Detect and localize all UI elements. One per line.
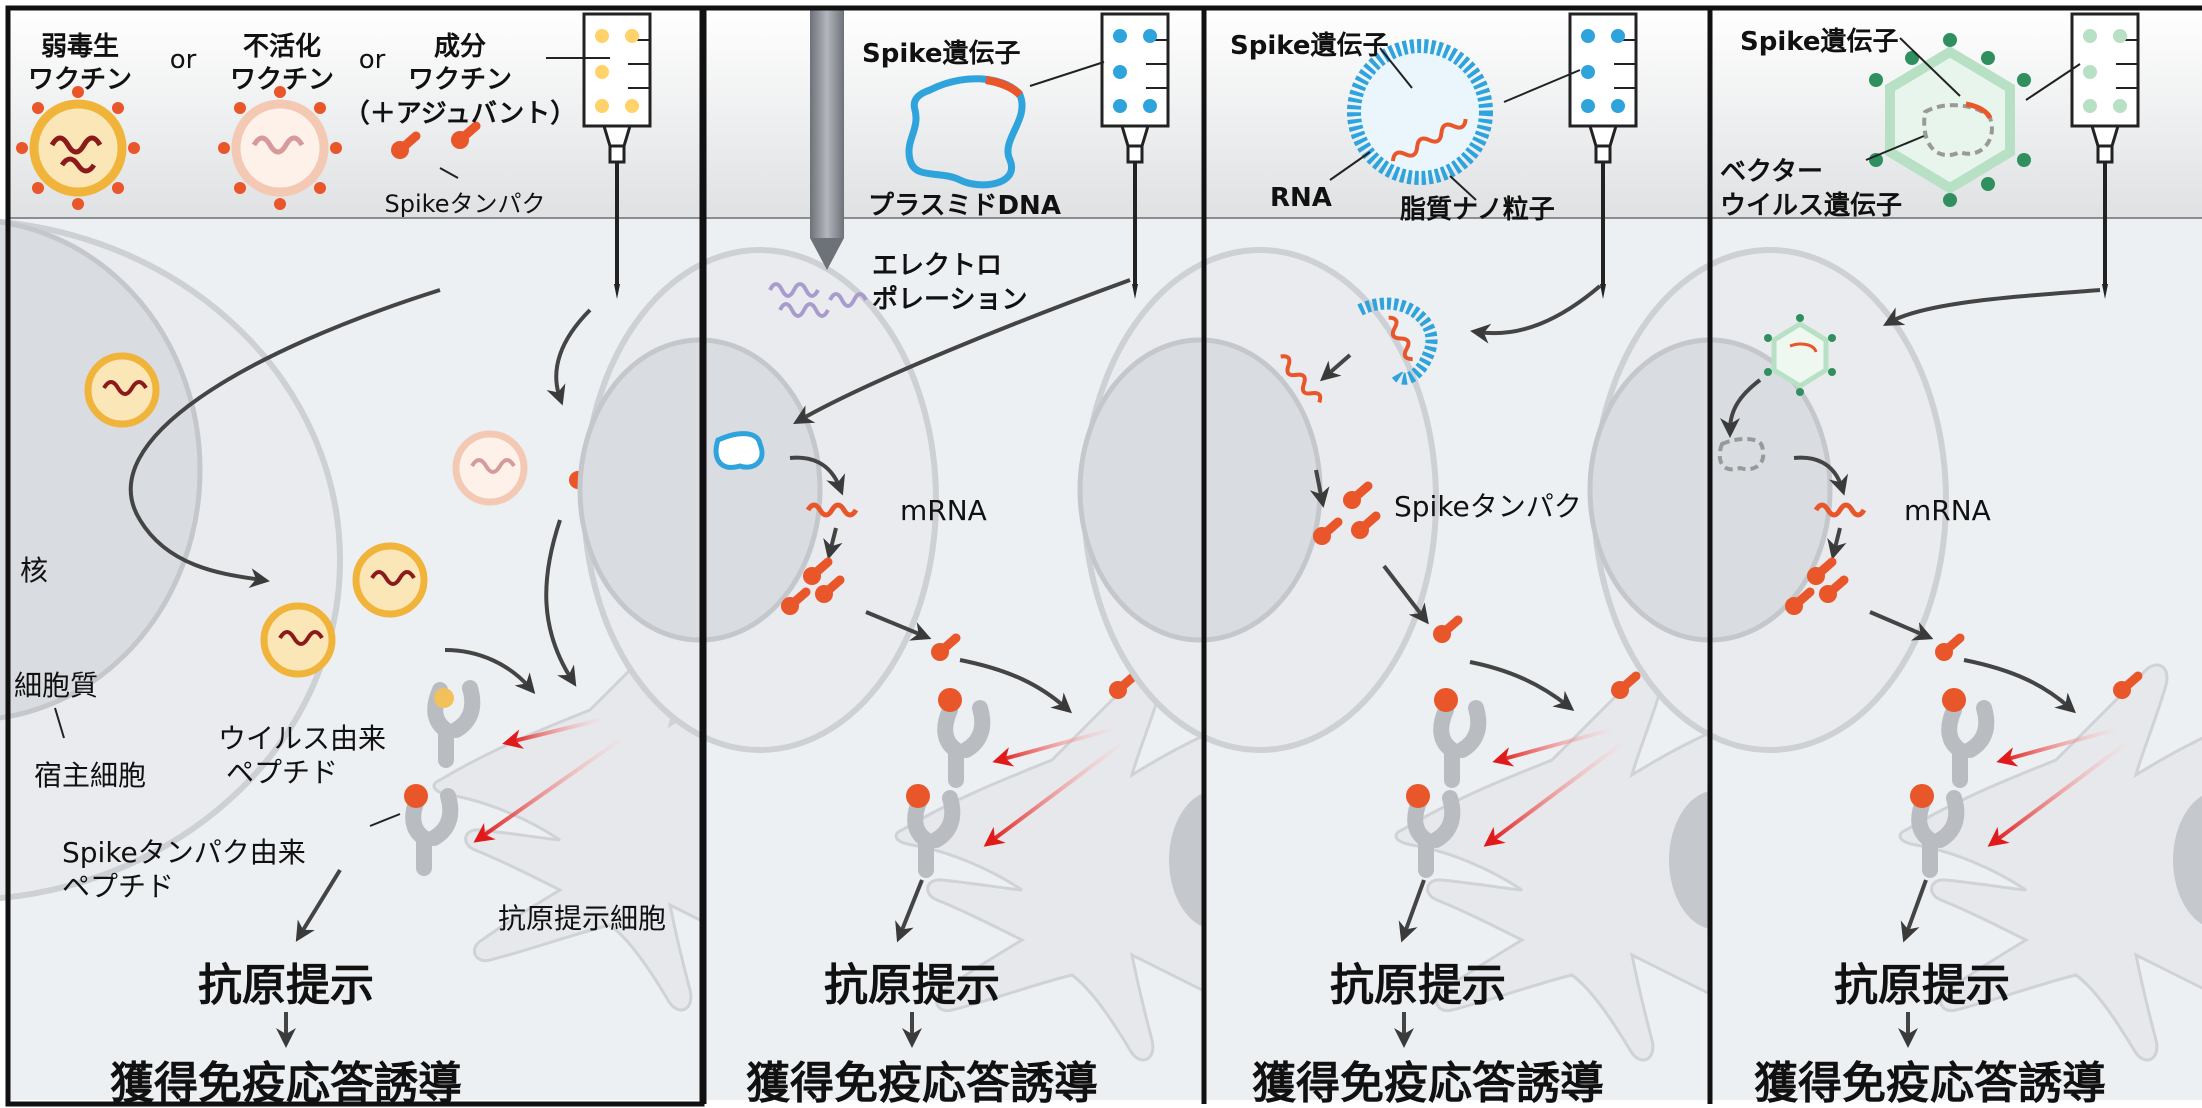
syringe-2 — [1100, 12, 1170, 301]
panel-3: Spike遺伝子 RNA 脂質ナノ粒子 Spikeタンパク 抗原提示 獲得免疫応… — [1077, 8, 1767, 1108]
panel-4: Spike遺伝子 ベクター ウイルス遺伝子 mRNA 抗原提示 獲得免疫応答誘導 — [1587, 8, 2202, 1108]
electroporation-label-2: ポレーション — [872, 284, 1027, 315]
inactivated-vaccine-label: 不活化 — [243, 32, 321, 62]
virus-in-cell-3 — [352, 542, 428, 618]
spike-gene-label-4: Spike遺伝子 — [1740, 27, 1898, 57]
immune-induction-1: 獲得免疫応答誘導 — [110, 1058, 462, 1108]
mrna-label-2: mRNA — [900, 494, 987, 527]
mrna-label-4: mRNA — [1904, 494, 1991, 527]
virus-in-cell-4 — [260, 602, 336, 678]
virus-peptide-label: ウイルス由来 — [218, 722, 386, 755]
nucleus-label: 核 — [20, 554, 48, 587]
immune-induction-2: 獲得免疫応答誘導 — [746, 1058, 1098, 1108]
spike-peptide-label: Spikeタンパク由来 — [62, 836, 306, 869]
spike-protein-label: Spikeタンパク — [385, 190, 546, 218]
live-vaccine-label: 弱毒生 — [41, 32, 119, 62]
apc-label: 抗原提示細胞 — [498, 902, 666, 935]
panel-borders — [5, 5, 2202, 1107]
or-label-2: or — [359, 45, 386, 75]
electroporation-needle — [810, 8, 844, 238]
spike-gene-label-2: Spike遺伝子 — [862, 39, 1020, 69]
syringe-3 — [1568, 12, 1638, 301]
or-label-1: or — [170, 45, 197, 75]
lipid-np-label: 脂質ナノ粒子 — [1400, 194, 1555, 225]
virus-in-cell-2 — [452, 430, 528, 506]
vector-virus-icon — [1869, 33, 2031, 207]
syringe-1 — [582, 12, 652, 301]
virus-peptide-label-2: ペプチド — [226, 756, 338, 789]
antigen-presentation-2: 抗原提示 — [824, 960, 1000, 1011]
rna-label: RNA — [1270, 183, 1332, 213]
antigen-presentation-4: 抗原提示 — [1834, 960, 2010, 1011]
component-vaccine-label: 成分 — [434, 32, 486, 62]
antigen-presentation-3: 抗原提示 — [1330, 960, 1506, 1011]
syringe-4 — [2070, 12, 2140, 301]
vector-gene-label-2: ウイルス遺伝子 — [1720, 191, 1902, 221]
path-arrow — [128, 288, 441, 589]
inactivated-virus-icon — [218, 86, 342, 210]
live-vaccine-label-2: ワクチン — [28, 65, 132, 95]
spike-gene-label-3: Spike遺伝子 — [1230, 31, 1388, 61]
component-vaccine-label-2: ワクチン — [408, 65, 512, 95]
lipid-nanoparticle-icon — [1347, 39, 1493, 185]
live-virus-icon — [16, 86, 140, 210]
spike-peptide-label-2: ペプチド — [62, 870, 174, 903]
virus-in-cell-1 — [84, 352, 160, 428]
inactivated-vaccine-label-2: ワクチン — [230, 65, 334, 95]
host-cell-label: 宿主細胞 — [34, 759, 146, 792]
plasmid-label: プラスミドDNA — [868, 191, 1061, 221]
vector-gene-label: ベクター — [1720, 157, 1823, 187]
electroporation-label: エレクトロ — [872, 251, 1002, 281]
adjuvant-label: （＋アジュバント） — [344, 99, 576, 129]
nucleus-shape — [0, 219, 203, 721]
immune-induction-4: 獲得免疫応答誘導 — [1754, 1058, 2106, 1108]
cytoplasm-label: 細胞質 — [14, 669, 98, 702]
antigen-presentation-1: 抗原提示 — [198, 960, 374, 1011]
spike-protein-label-3: Spikeタンパク — [1394, 490, 1582, 523]
immune-induction-3: 獲得免疫応答誘導 — [1252, 1058, 1604, 1108]
